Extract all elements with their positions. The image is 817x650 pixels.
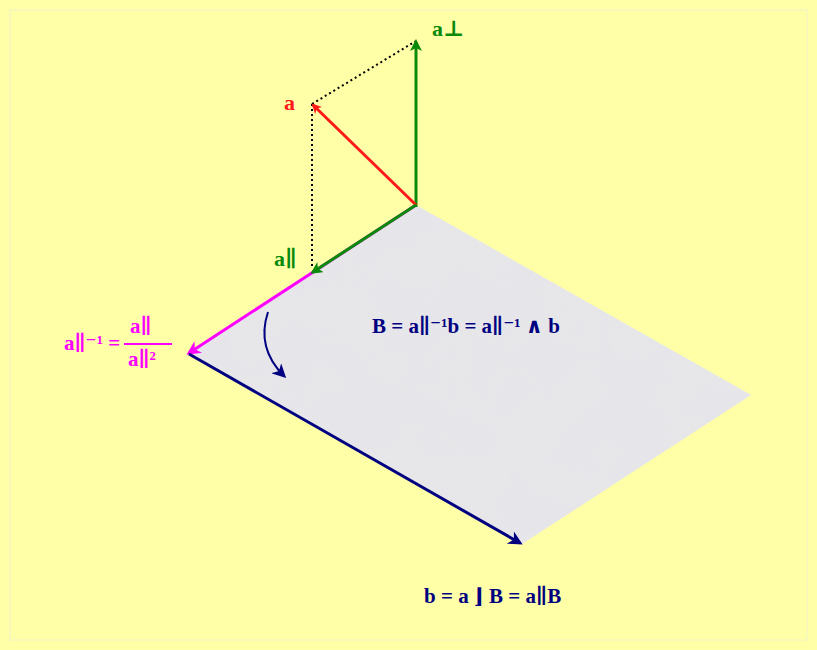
parallel-vector	[313, 205, 416, 272]
fraction-numerator: a∥	[130, 316, 152, 337]
vector-label: a	[284, 92, 295, 114]
perp-vector	[415, 42, 418, 207]
fraction-bar	[124, 343, 172, 345]
a-vector	[313, 105, 416, 205]
rotation-arrow	[264, 312, 284, 376]
bivector-formula: B = a∥⁻¹b = a∥⁻¹ ∧ b	[372, 316, 560, 337]
marble-plane	[180, 200, 760, 550]
b-vector	[189, 354, 520, 543]
projection-dotted-line	[312, 41, 416, 268]
vector-label: a⊥	[432, 18, 464, 40]
fraction-denominator: a∥²	[128, 349, 156, 370]
vector-label: a∥	[274, 248, 297, 270]
contraction-formula: b = a ⌋ B = a∥B	[424, 586, 561, 607]
formula-label: a∥⁻¹ =	[64, 333, 120, 354]
